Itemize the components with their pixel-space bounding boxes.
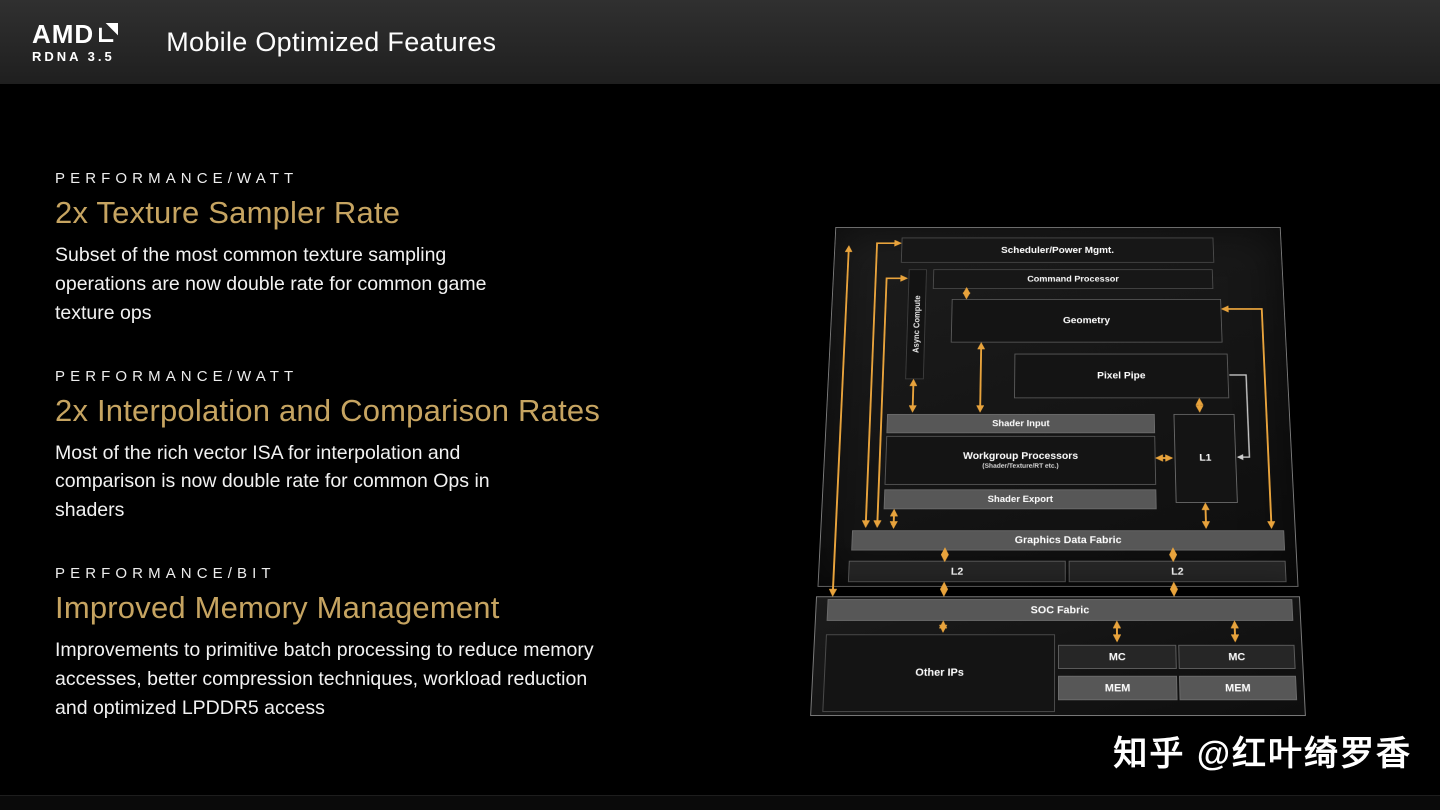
geometry-block: Geometry <box>950 298 1223 343</box>
amd-rdna-logo: AMD RDNA 3.5 <box>32 19 119 64</box>
rdna-version-text: RDNA 3.5 <box>32 49 115 64</box>
shader-export-block: Shader Export <box>883 489 1157 510</box>
scheduler-block: Scheduler/Power Mgmt. <box>900 237 1215 263</box>
header-bar: AMD RDNA 3.5 Mobile Optimized Features <box>0 0 1440 84</box>
bottom-bar <box>0 795 1440 810</box>
mem-left-block: MEM <box>1058 675 1178 701</box>
feature-heading: 2x Interpolation and Comparison Rates <box>55 392 601 428</box>
soc-fabric-block: SOC Fabric <box>826 599 1294 621</box>
gpu-architecture-diagram: Scheduler/Power Mgmt. Command Processor … <box>808 227 1308 718</box>
shader-input-block: Shader Input <box>886 413 1156 434</box>
feature-list: PERFORMANCE/WATT 2x Texture Sampler Rate… <box>55 170 735 763</box>
page-title: Mobile Optimized Features <box>166 26 497 57</box>
l2-cache-right-block: L2 <box>1068 560 1287 583</box>
soc-box: SOC Fabric Other IPs MC MC MEM MEM <box>810 596 1306 717</box>
workgroup-processors-block: Workgroup Processors (Shader/Texture/RT … <box>884 435 1157 485</box>
feature-heading: Improved Memory Management <box>55 590 500 626</box>
mem-right-block: MEM <box>1178 675 1298 701</box>
zhihu-watermark: 知乎 @红叶绮罗香 <box>1113 735 1412 773</box>
feature-description: Subset of the most common texture sampli… <box>55 244 487 324</box>
feature-interpolation: PERFORMANCE/WATT 2x Interpolation and Co… <box>55 368 735 526</box>
command-processor-block: Command Processor <box>932 269 1214 290</box>
workgroup-processors-sublabel: (Shader/Texture/RT etc.) <box>982 463 1059 470</box>
feature-heading: 2x Texture Sampler Rate <box>55 195 401 230</box>
amd-arrow-icon <box>99 22 119 46</box>
l2-cache-left-block: L2 <box>847 560 1066 583</box>
feature-memory-management: PERFORMANCE/BIT Improved Memory Manageme… <box>55 565 735 723</box>
feature-category-label: PERFORMANCE/WATT <box>55 170 299 187</box>
feature-description: Most of the rich vector ISA for interpol… <box>55 441 490 522</box>
mc-right-block: MC <box>1178 644 1296 669</box>
gpu-die-box: Scheduler/Power Mgmt. Command Processor … <box>817 227 1299 587</box>
workgroup-processors-label: Workgroup Processors <box>962 450 1079 462</box>
feature-category-label: PERFORMANCE/BIT <box>55 565 276 583</box>
feature-category-label: PERFORMANCE/WATT <box>55 367 299 385</box>
graphics-data-fabric-block: Graphics Data Fabric <box>851 530 1286 551</box>
other-ips-block: Other IPs <box>822 634 1056 713</box>
amd-logo-text: AMD <box>32 19 95 49</box>
feature-texture-sampler: PERFORMANCE/WATT 2x Texture Sampler Rate… <box>55 170 735 328</box>
async-compute-block: Async Compute <box>905 269 927 380</box>
l1-cache-block: L1 <box>1173 413 1238 503</box>
mc-left-block: MC <box>1058 644 1177 669</box>
feature-description: Improvements to primitive batch processi… <box>55 639 594 719</box>
pixel-pipe-block: Pixel Pipe <box>1014 353 1230 399</box>
